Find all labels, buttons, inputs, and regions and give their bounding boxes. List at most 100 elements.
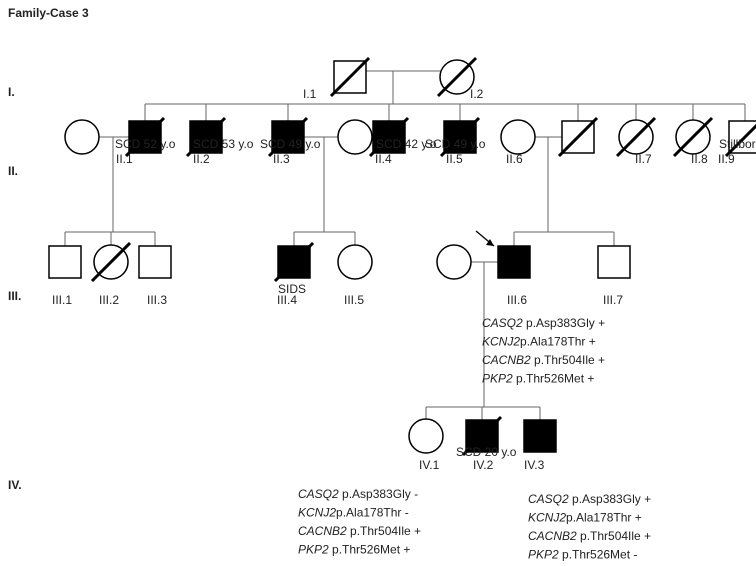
variant-status: p.Ala178Thr + (566, 511, 642, 525)
individual-id-label: I.2 (470, 87, 484, 101)
deceased-slash (615, 116, 657, 158)
unaffected-male-symbol (138, 245, 172, 279)
variant-line: PKP2 p.Thr526Met + (298, 543, 410, 557)
deceased-slash (557, 116, 599, 158)
variant-status: p.Thr504Ile + (531, 353, 605, 367)
individual-iv-3 (523, 419, 557, 453)
unaffected-female-symbol (337, 119, 373, 155)
gene-name: PKP2 (482, 372, 513, 386)
individual-iii-7 (597, 245, 631, 279)
generation-label: I. (8, 85, 15, 99)
individual-id-label: III.3 (147, 293, 167, 307)
proband-arrow-head (486, 239, 494, 246)
variant-annotations: CASQ2 p.Asp383Gly +KCNJ2p.Ala178Thr +CAC… (298, 316, 651, 562)
individual-id-label: II.5 (446, 152, 463, 166)
gene-name: CACNB2 (482, 353, 531, 367)
gene-name: CASQ2 (482, 316, 523, 330)
variant-block-iv-1: CASQ2 p.Asp383Gly -KCNJ2p.Ala178Thr -CAC… (298, 487, 421, 557)
variant-line: CASQ2 p.Asp383Gly - (298, 487, 418, 501)
variant-status: p.Asp383Gly - (339, 487, 418, 501)
individual-id-label: II.2 (193, 152, 210, 166)
individual-id-label: III.5 (344, 293, 364, 307)
gene-name: CASQ2 (298, 487, 339, 501)
individual-ii-3w (337, 119, 373, 155)
variant-line: CACNB2 p.Thr504Ile + (298, 524, 421, 538)
individual-id-label: II.6 (506, 152, 523, 166)
variant-status: p.Thr526Met + (513, 372, 595, 386)
unaffected-female-symbol (337, 244, 373, 280)
individual-ii-6 (500, 119, 536, 155)
individual-note: SIDS (278, 282, 306, 296)
individual-id-label: II.8 (691, 152, 708, 166)
individual-iii-4 (273, 241, 315, 283)
variant-status: p.Thr526Met + (329, 543, 411, 557)
variant-line: CACNB2 p.Thr504Ile + (482, 353, 605, 367)
deceased-slash (267, 116, 309, 158)
unaffected-female-symbol (408, 418, 444, 454)
variant-line: CACNB2 p.Thr504Ile + (528, 529, 651, 543)
individual-id-label: III.2 (99, 293, 119, 307)
individual-ii-8 (672, 116, 714, 158)
variant-status: p.Ala178Thr - (336, 506, 409, 520)
variant-line: CASQ2 p.Asp383Gly + (482, 316, 605, 330)
variant-line: PKP2 p.Thr526Met + (482, 372, 594, 386)
unaffected-female-symbol (64, 119, 100, 155)
deceased-slash (273, 241, 315, 283)
individual-i-2 (436, 56, 478, 98)
variant-status: p.Ala178Thr + (520, 335, 596, 349)
gene-name: PKP2 (528, 548, 559, 562)
individual-note: SCD 20 y.o (456, 445, 517, 459)
individual-ii-1w (64, 119, 100, 155)
individual-note: SCD 52 y.o (115, 137, 176, 151)
affected-male-symbol (497, 245, 531, 279)
variant-line: CASQ2 p.Asp383Gly + (528, 492, 651, 506)
individual-ii-1 (124, 116, 166, 158)
individual-id-label: II.9 (718, 152, 735, 166)
individual-note: Stillborn (719, 137, 756, 151)
deceased-slash (368, 116, 410, 158)
deceased-slash (185, 116, 227, 158)
individual-id-label: I.1 (303, 87, 317, 101)
individual-iii-5 (337, 244, 373, 280)
individual-ii-6h (557, 116, 599, 158)
individual-note: SCD 42 y.o (376, 137, 437, 151)
individual-id-label: II.3 (273, 152, 290, 166)
individual-ii-9 (724, 120, 756, 158)
individual-id-label: III.7 (603, 293, 623, 307)
individual-ii-7 (615, 116, 657, 158)
deceased-slash (461, 415, 503, 457)
individual-id-label: III.4 (277, 293, 297, 307)
individual-note: SCD 49 y.o (260, 137, 321, 151)
individual-id-label: IV.1 (419, 458, 440, 472)
variant-line: KCNJ2p.Ala178Thr + (528, 511, 642, 525)
gene-name: CACNB2 (528, 529, 577, 543)
deceased-slash (672, 116, 714, 158)
unaffected-male-symbol (48, 245, 82, 279)
relationship-lines (64, 70, 746, 420)
individual-ii-4 (368, 116, 410, 158)
individual-iii-3 (138, 245, 172, 279)
deceased-slash (439, 116, 481, 158)
deceased-slash (436, 56, 478, 98)
individual-symbols (48, 56, 756, 457)
individual-iii-1 (48, 245, 82, 279)
gene-name: KCNJ2 (528, 511, 566, 525)
gene-name: PKP2 (298, 543, 329, 557)
variant-status: p.Asp383Gly + (523, 316, 605, 330)
variant-line: KCNJ2p.Ala178Thr - (298, 506, 409, 520)
individual-ii-2 (185, 116, 227, 158)
individual-id-label: III.6 (507, 293, 527, 307)
variant-line: KCNJ2p.Ala178Thr + (482, 335, 596, 349)
deceased-slash (724, 123, 756, 158)
gene-name: KCNJ2 (298, 506, 336, 520)
individual-iii-6 (475, 230, 531, 279)
unaffected-female-symbol (436, 244, 472, 280)
deceased-slash (329, 56, 371, 98)
generation-label: II. (8, 164, 18, 178)
individual-id-label: IV.3 (524, 458, 545, 472)
individual-id-label: II.1 (116, 152, 133, 166)
individual-i-1 (329, 56, 371, 98)
gene-name: CASQ2 (528, 492, 569, 506)
gene-name: CACNB2 (298, 524, 347, 538)
